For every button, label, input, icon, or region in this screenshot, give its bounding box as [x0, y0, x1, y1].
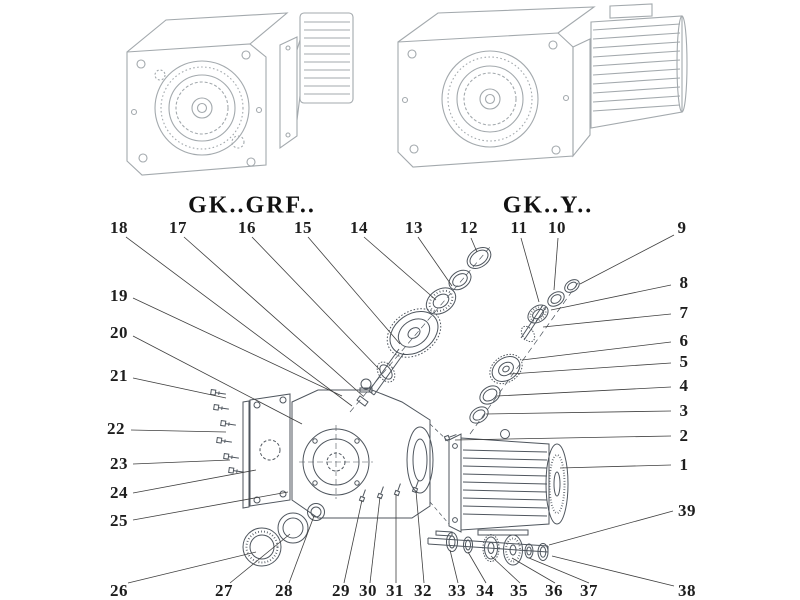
- leader-line-16: [251, 236, 381, 371]
- callout-12: 12: [460, 218, 478, 237]
- callout-4: 4: [679, 376, 689, 395]
- callout-39: 39: [678, 501, 696, 520]
- callout-33: 33: [448, 581, 466, 600]
- callout-1: 1: [679, 455, 689, 474]
- leader-line-26: [127, 551, 257, 584]
- callout-28: 28: [275, 581, 293, 600]
- leader-line-1: [559, 464, 672, 469]
- leader-line-20: [132, 335, 303, 425]
- output-bearing-rings: [242, 503, 325, 567]
- leader-line-36: [511, 557, 556, 584]
- leader-line-10: [553, 237, 559, 291]
- callout-24: 24: [110, 483, 128, 502]
- leader-line-37: [528, 557, 590, 584]
- leader-line-22: [130, 429, 227, 433]
- leader-line-7: [542, 313, 672, 328]
- callout-7: 7: [679, 303, 689, 322]
- leader-line-23: [132, 459, 231, 465]
- callout-6: 6: [679, 331, 689, 350]
- leader-line-21: [132, 377, 227, 399]
- leader-line-4: [496, 386, 672, 397]
- leader-line-18: [125, 236, 353, 407]
- leader-line-35: [490, 555, 521, 584]
- leader-lines: [125, 234, 675, 587]
- callout-30: 30: [359, 581, 377, 600]
- callout-38: 38: [678, 581, 696, 600]
- leader-line-13: [417, 236, 453, 287]
- callout-5: 5: [679, 352, 689, 371]
- callout-23: 23: [110, 454, 128, 473]
- callout-37: 37: [580, 581, 598, 600]
- leader-line-39: [548, 510, 674, 546]
- leader-line-17: [183, 236, 364, 397]
- leader-line-33: [449, 549, 459, 584]
- leader-line-12: [470, 237, 478, 253]
- callout-20: 20: [110, 323, 128, 342]
- callout-3: 3: [679, 401, 689, 420]
- exploded-motor: [443, 429, 569, 536]
- leader-line-14: [363, 236, 437, 301]
- callout-26: 26: [110, 581, 128, 600]
- leader-line-15: [307, 236, 401, 345]
- leader-line-28: [288, 515, 315, 584]
- callout-31: 31: [386, 581, 404, 600]
- leader-line-2: [454, 435, 672, 441]
- callout-27: 27: [215, 581, 233, 600]
- callout-35: 35: [510, 581, 528, 600]
- leader-line-6: [521, 341, 672, 361]
- callout-36: 36: [545, 581, 563, 600]
- leader-line-5: [509, 362, 672, 375]
- callout-32: 32: [414, 581, 432, 600]
- leader-line-8: [550, 284, 672, 311]
- callout-9: 9: [677, 218, 687, 237]
- leader-line-27: [229, 533, 291, 584]
- callout-34: 34: [476, 581, 494, 600]
- variant-label-grf: GK..GRF..: [188, 192, 316, 219]
- callout-15: 15: [294, 218, 312, 237]
- bevel-pinion-set: [469, 279, 580, 424]
- output-shaft-assembly: [427, 530, 549, 566]
- leader-line-25: [132, 491, 289, 521]
- input-gear-set: [356, 247, 492, 407]
- leader-line-19: [132, 297, 343, 397]
- leader-line-11: [520, 237, 540, 303]
- callout-21: 21: [110, 366, 128, 385]
- leader-line-30: [369, 496, 381, 584]
- callout-17: 17: [169, 218, 187, 237]
- callout-14: 14: [350, 218, 368, 237]
- cover-plate: [242, 393, 291, 509]
- leader-line-38: [551, 555, 675, 587]
- variant-label-y: GK..Y..: [502, 192, 594, 219]
- exploded-view: [210, 246, 580, 567]
- leader-line-29: [343, 499, 363, 584]
- leader-line-3: [485, 410, 672, 415]
- leader-line-9: [579, 234, 675, 285]
- callout-13: 13: [405, 218, 423, 237]
- callout-10: 10: [548, 218, 566, 237]
- callout-19: 19: [110, 286, 128, 305]
- callout-25: 25: [110, 511, 128, 530]
- callout-29: 29: [332, 581, 350, 600]
- leader-line-24: [132, 469, 257, 494]
- callout-2: 2: [679, 426, 689, 445]
- exploded-housing: [291, 378, 434, 519]
- callout-18: 18: [110, 218, 128, 237]
- callout-8: 8: [679, 273, 689, 292]
- callout-22: 22: [107, 419, 125, 438]
- leader-line-32: [415, 490, 425, 584]
- gearbox-grf-drawing: [126, 12, 354, 176]
- callout-11: 11: [510, 218, 528, 237]
- gearbox-y-drawing: [397, 3, 688, 168]
- leader-line-34: [467, 551, 487, 584]
- callout-16: 16: [238, 218, 256, 237]
